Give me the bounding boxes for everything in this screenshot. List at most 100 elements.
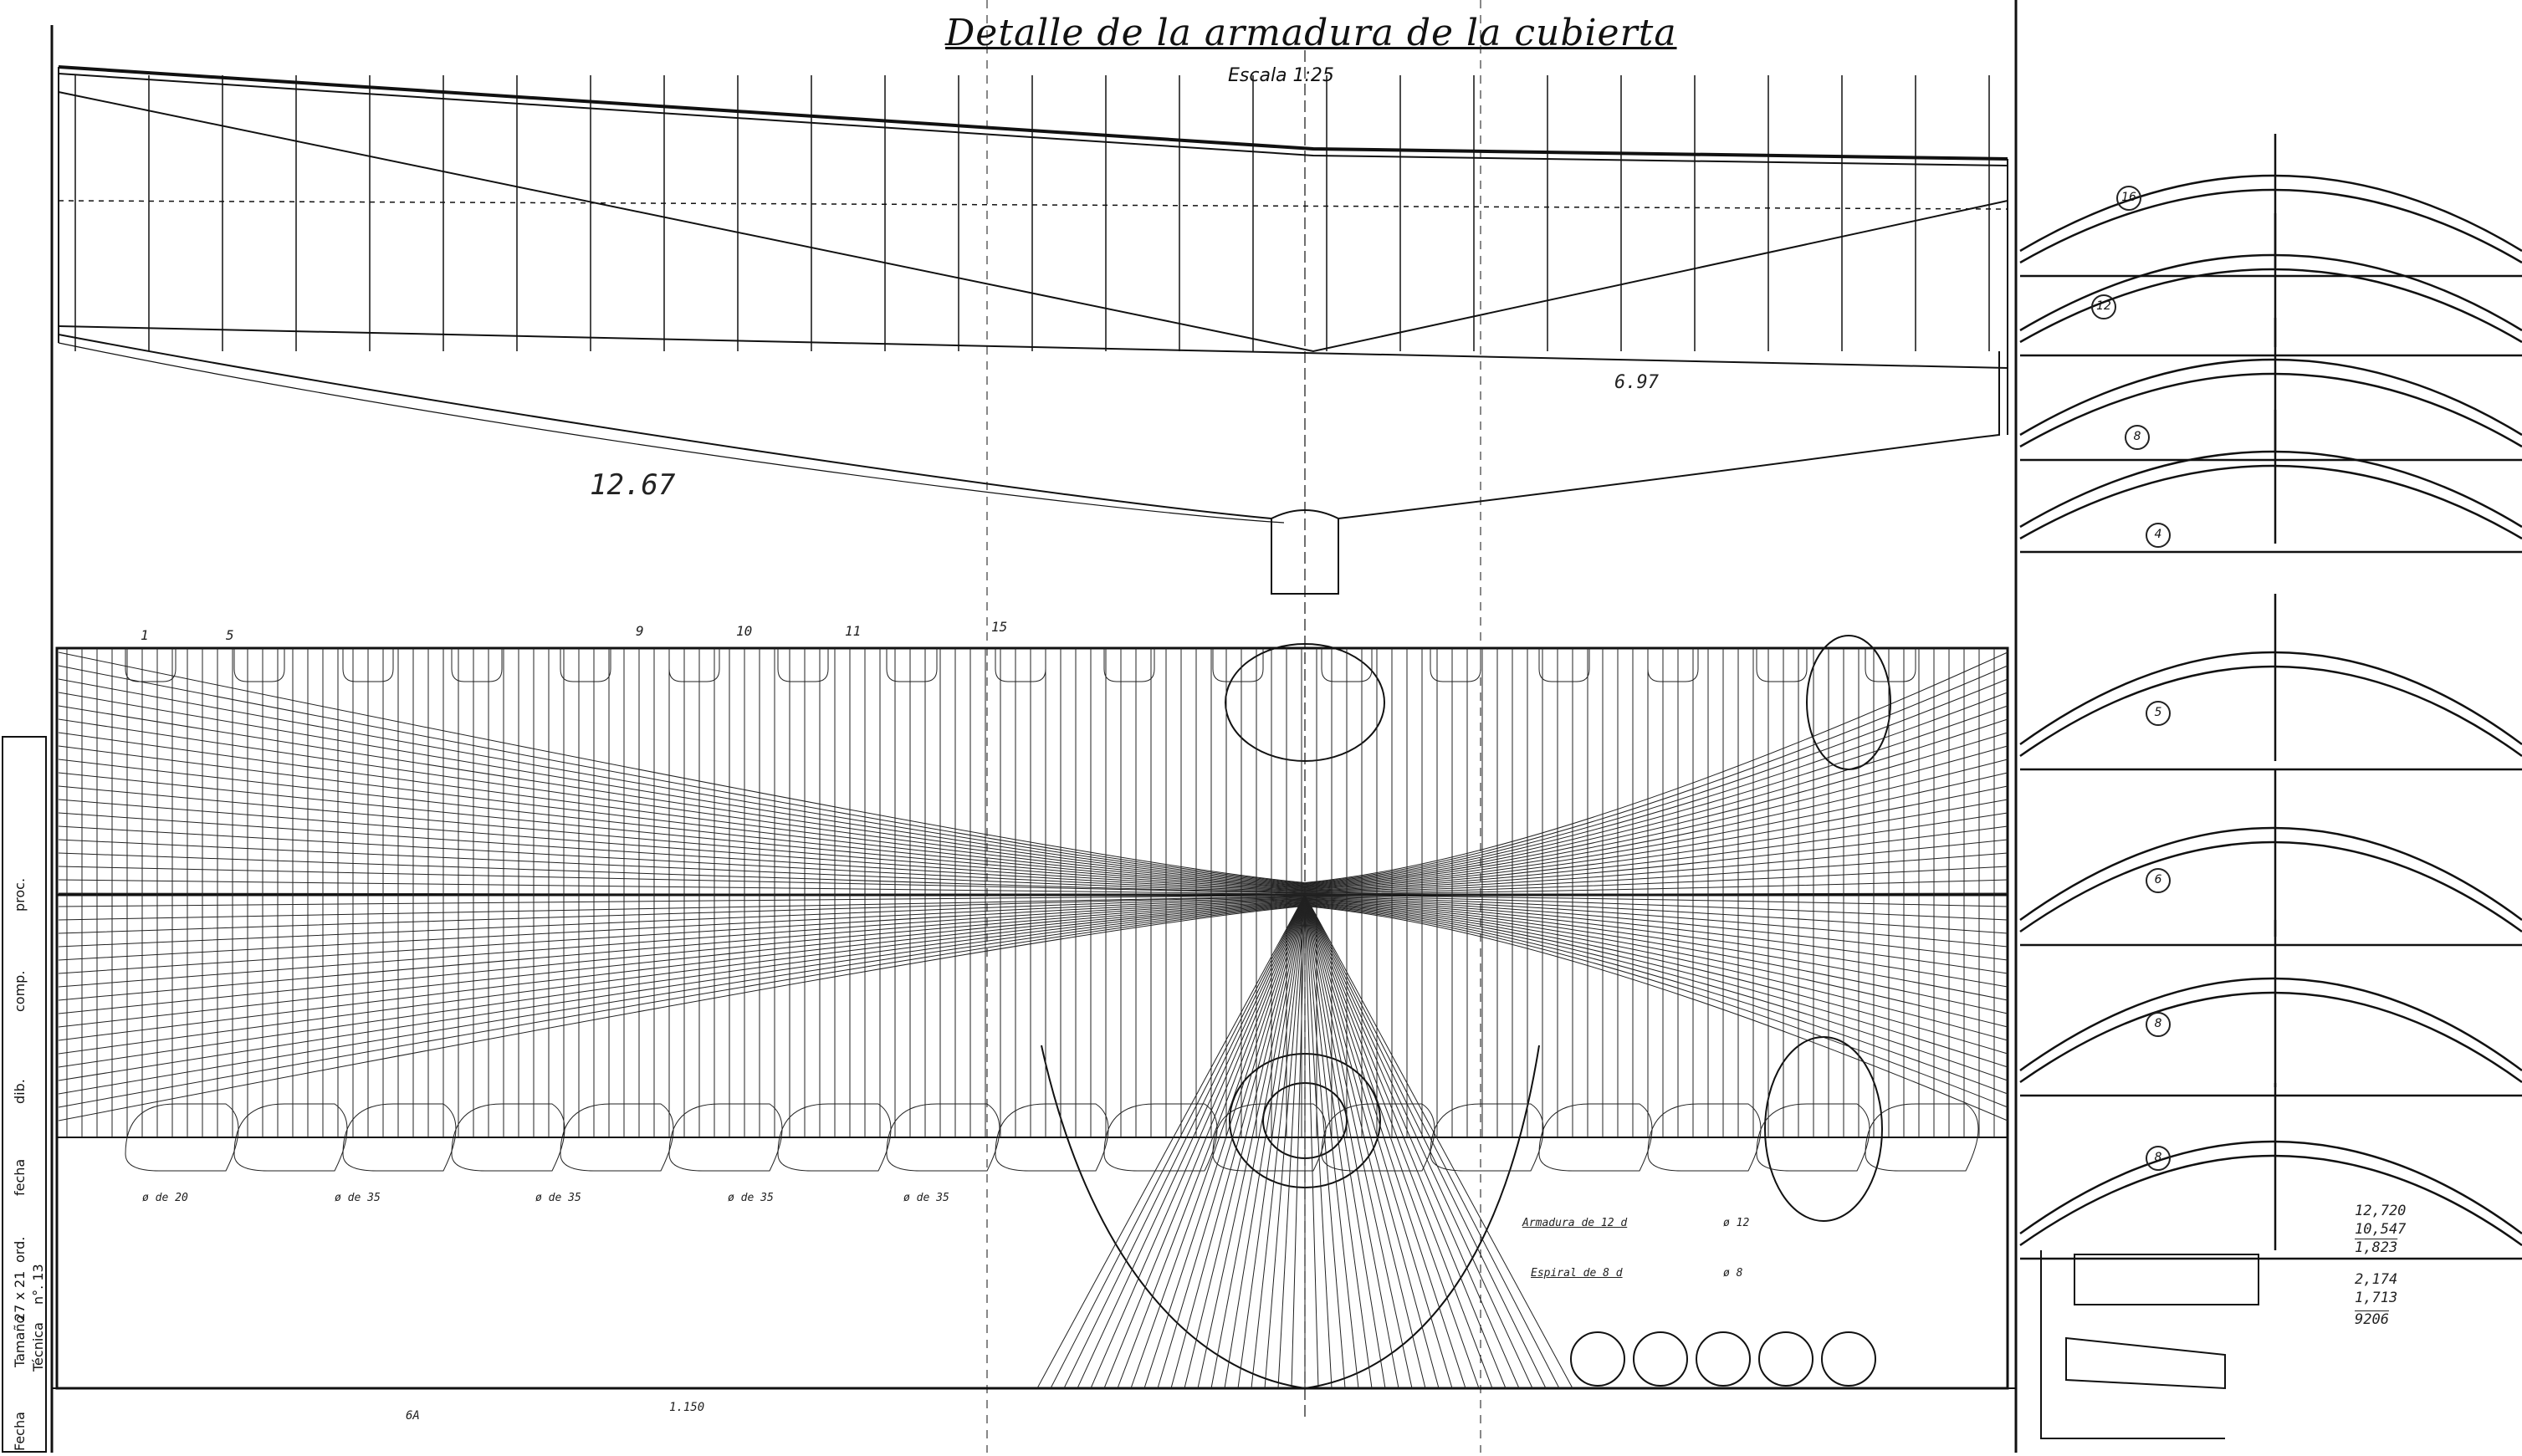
arch-label-1: 16 bbox=[2116, 186, 2141, 211]
edge-loop-top bbox=[560, 648, 611, 682]
mesh-curve-left bbox=[58, 852, 1306, 893]
lower-lobe bbox=[1041, 1045, 1540, 1390]
mesh-curve-right bbox=[1304, 903, 2008, 1081]
mesh-curve-left bbox=[58, 745, 1306, 888]
mesh-curve-right bbox=[1304, 825, 2008, 892]
right-note-2: 10,547 bbox=[2355, 1221, 2407, 1238]
mesh-curve-left bbox=[58, 899, 1306, 988]
mesh-curve-right bbox=[1304, 799, 2008, 891]
edge-loop-top bbox=[777, 648, 829, 682]
detail-sketch bbox=[2065, 1254, 2259, 1390]
mesh-curve-right bbox=[1304, 772, 2008, 890]
edge-loop-bottom bbox=[1212, 1103, 1327, 1172]
bottom-label-4: ø de 35 bbox=[728, 1192, 774, 1204]
mesh-curve-right bbox=[1304, 900, 2008, 1014]
bottom-dim-1150: 1.150 bbox=[669, 1401, 705, 1414]
mesh-curve-right bbox=[1304, 904, 2008, 1095]
lobe-fan-line bbox=[1304, 894, 1359, 1389]
mesh-curve-left bbox=[58, 905, 1306, 1108]
edge-loop-top bbox=[995, 648, 1046, 682]
mesh-curve-left bbox=[58, 732, 1306, 887]
lobe-fan-line bbox=[1170, 894, 1306, 1389]
arch-curve-inner bbox=[2019, 372, 2522, 448]
lobe-fan-line bbox=[1277, 894, 1306, 1389]
note-armadura: Armadura de 12 d bbox=[1522, 1217, 1628, 1229]
lobe-fan-line bbox=[1036, 894, 1306, 1389]
note-phi-8: ø 8 bbox=[1723, 1267, 1743, 1280]
mesh-curve-right bbox=[1304, 692, 2008, 886]
mesh-curve-right bbox=[1304, 705, 2008, 886]
title-block-label-tamano: Tamaño bbox=[12, 1315, 28, 1367]
mesh-curve-right bbox=[1304, 902, 2008, 1055]
beam-profile-inner bbox=[58, 342, 1285, 524]
title-block-label-ord: ord. bbox=[12, 1236, 28, 1263]
mesh-curve-left bbox=[58, 903, 1306, 1081]
lobe-fan-line bbox=[1251, 894, 1306, 1389]
mesh-curve-left bbox=[58, 812, 1306, 891]
mesh-curve-left bbox=[58, 897, 1306, 948]
edge-loop-bottom bbox=[668, 1103, 783, 1172]
lobe-fan-line bbox=[1077, 894, 1306, 1389]
mesh-curve-right bbox=[1304, 732, 2008, 887]
arch-sections bbox=[2019, 134, 2522, 1260]
arch-curve-outer bbox=[2019, 826, 2522, 922]
arch-curve-inner bbox=[2019, 665, 2522, 758]
arch-curve-inner bbox=[2019, 188, 2522, 264]
edge-loop-top bbox=[668, 648, 720, 682]
mesh-curve-left bbox=[58, 901, 1306, 1028]
bottom-label-2: ø de 35 bbox=[335, 1192, 381, 1204]
mesh-curve-right bbox=[1304, 896, 2008, 934]
lobe-fan-line bbox=[1304, 894, 1547, 1389]
mesh-curve-left bbox=[58, 705, 1306, 886]
annotation-sheet-number-1: 1 bbox=[141, 627, 149, 643]
mesh-curve-left bbox=[58, 665, 1306, 884]
edge-loop-top bbox=[1321, 648, 1373, 682]
mesh-curve-right bbox=[1304, 897, 2008, 948]
right-note-4: 2,174 bbox=[2355, 1271, 2398, 1288]
lobe-fan-line bbox=[1304, 894, 1426, 1389]
edge-loop-bottom bbox=[1430, 1103, 1544, 1172]
mesh-curve-left bbox=[58, 902, 1306, 1055]
bottom-label-1: ø de 20 bbox=[142, 1192, 188, 1204]
mesh-curve-right bbox=[1304, 812, 2008, 891]
reinforcement-circle-right-top bbox=[1806, 635, 1891, 770]
title-block bbox=[2, 736, 47, 1453]
mesh-curve-right bbox=[1304, 901, 2008, 1028]
note-espiral: Espiral de 8 d bbox=[1531, 1267, 1623, 1280]
mesh-curve-right bbox=[1304, 898, 2008, 974]
mesh-curve-right bbox=[1304, 745, 2008, 888]
title-block-label-comp: comp. bbox=[12, 970, 28, 1012]
mesh-curve-left bbox=[58, 896, 1306, 934]
mesh-curve-left bbox=[58, 902, 1306, 1041]
mesh-curve-right bbox=[1304, 651, 2008, 883]
mesh-curve-right bbox=[1304, 718, 2008, 886]
reinforcement-circle-right bbox=[1764, 1036, 1883, 1222]
edge-loop-top bbox=[1538, 648, 1590, 682]
mesh-curve-right bbox=[1304, 899, 2008, 988]
lobe-fan-line bbox=[1304, 894, 1373, 1389]
mesh-curve-right bbox=[1304, 895, 2008, 907]
lobe-fan-line bbox=[1103, 894, 1306, 1389]
mesh-curve-right bbox=[1304, 892, 2008, 896]
edge-loop-bottom bbox=[886, 1103, 1000, 1172]
edge-loop-bottom bbox=[1865, 1103, 1979, 1172]
arch-curve-inner bbox=[2019, 840, 2522, 933]
mesh-curve-left bbox=[58, 718, 1306, 886]
arch-curve-inner bbox=[2019, 464, 2522, 540]
mesh-curve-left bbox=[58, 692, 1306, 886]
arch-label-7: 8 bbox=[2146, 1012, 2171, 1037]
lobe-fan-line bbox=[1090, 894, 1306, 1389]
mesh-curve-right bbox=[1304, 852, 2008, 893]
mesh-curve-left bbox=[58, 825, 1306, 892]
annotation-big-number: 12.67 bbox=[590, 468, 676, 502]
lobe-fan-line bbox=[1063, 894, 1306, 1389]
right-note-1: 12,720 bbox=[2355, 1203, 2407, 1219]
lobe-fan-line bbox=[1304, 894, 1493, 1389]
lobe-fan-line bbox=[1210, 894, 1306, 1389]
roof-dimension-ticks bbox=[74, 75, 1990, 351]
reinforcement-mesh bbox=[58, 648, 2008, 1389]
bar-section-4 bbox=[1758, 1331, 1813, 1387]
lobe-fan-line bbox=[1304, 894, 1399, 1389]
lobe-fan-line bbox=[1224, 894, 1306, 1389]
